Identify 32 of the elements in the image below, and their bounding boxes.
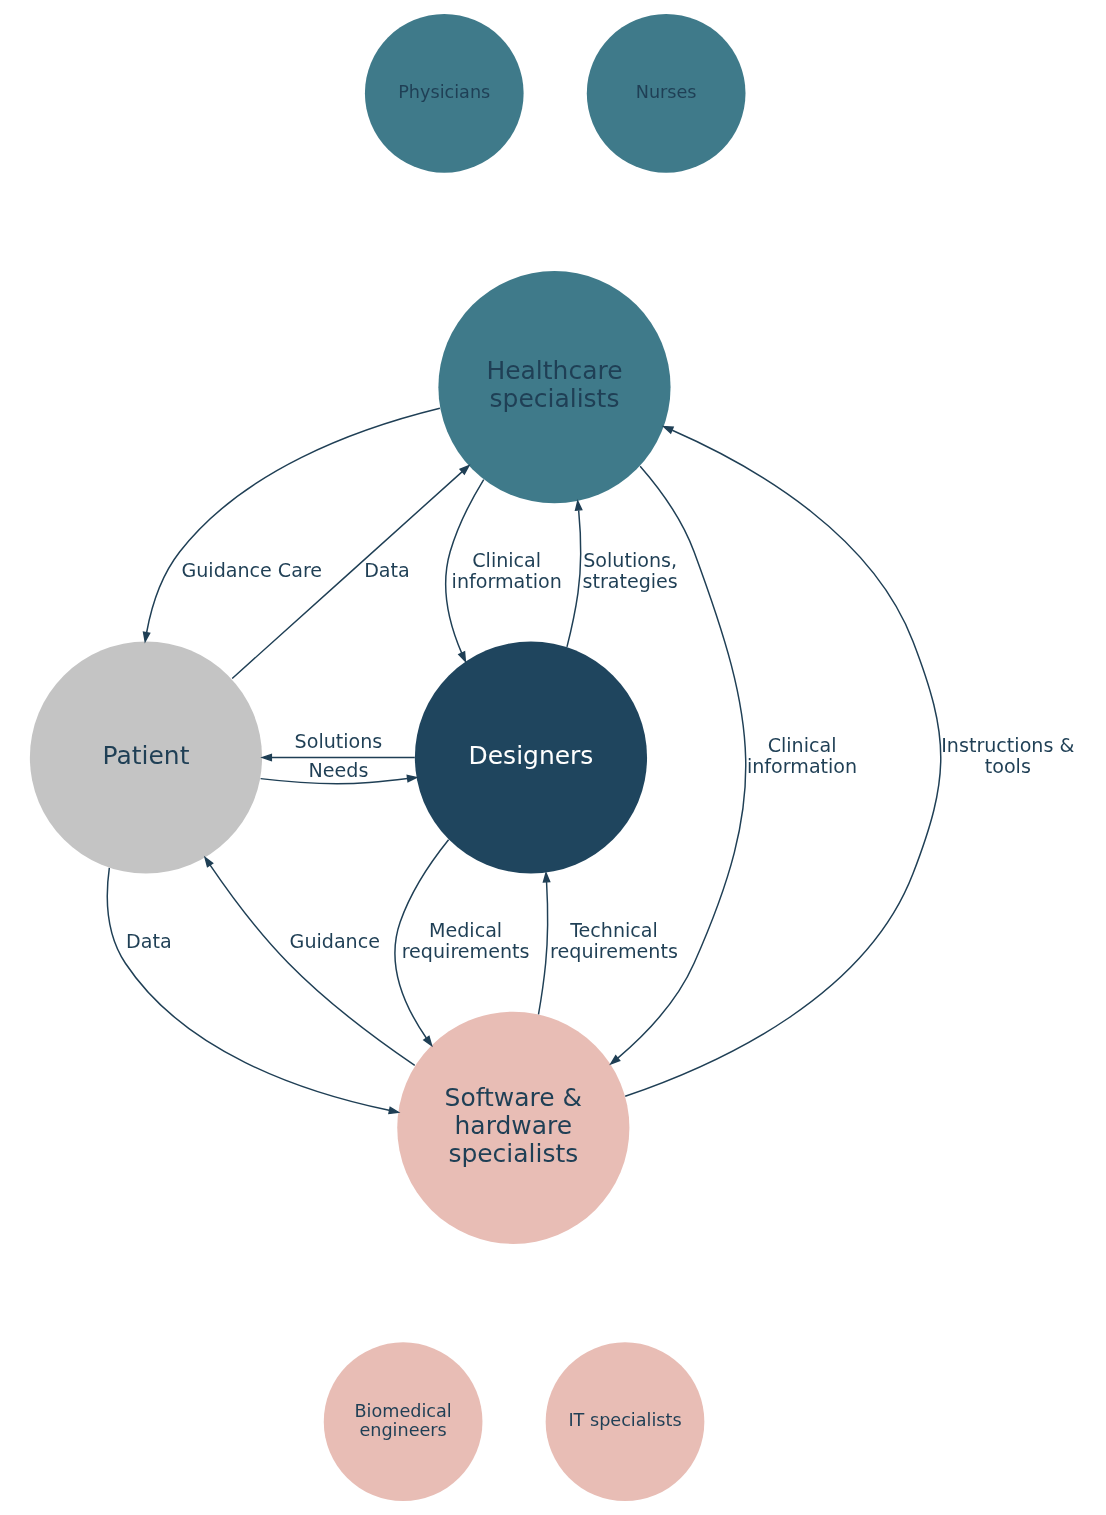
node-circle: IT specialists: [545, 1342, 705, 1502]
node-circle: Software & hardware specialists: [397, 1011, 630, 1244]
arrow: [260, 753, 416, 762]
node-circle: Patient: [29, 641, 263, 874]
edge-label: Data: [364, 559, 410, 583]
arrow: [537, 870, 551, 1016]
arrow: [609, 465, 747, 1066]
arrow: [444, 478, 485, 664]
arrow: [566, 498, 583, 648]
node-circle: Healthcare specialists: [438, 271, 671, 504]
arrow: [106, 867, 401, 1115]
arrow: [142, 407, 441, 644]
edge-label: Instructions & tools: [941, 734, 1075, 778]
edge-label: Data: [126, 929, 172, 953]
node-circle: Nurses: [586, 13, 746, 173]
arrow: [259, 774, 419, 785]
edge-label: Technical requirements: [550, 919, 678, 963]
edge-label: Medical requirements: [401, 919, 530, 963]
arrow: [203, 855, 416, 1067]
edge-label: Solutions, strategies: [582, 549, 678, 593]
arrow: [231, 464, 471, 680]
edge-label: Clinical information: [451, 549, 562, 593]
arrow: [394, 839, 450, 1048]
node-circle: Biomedical engineers: [323, 1342, 483, 1502]
node-circle: Designers: [414, 641, 648, 874]
edge-label: Guidance Care: [181, 559, 323, 583]
edge-label: Clinical information: [746, 734, 858, 778]
node-circle: Physicians: [364, 13, 524, 173]
edge-label: Guidance: [289, 929, 380, 953]
edge-label: Needs: [308, 759, 369, 783]
edge-label: Solutions: [294, 729, 383, 753]
arrow: [624, 425, 942, 1098]
